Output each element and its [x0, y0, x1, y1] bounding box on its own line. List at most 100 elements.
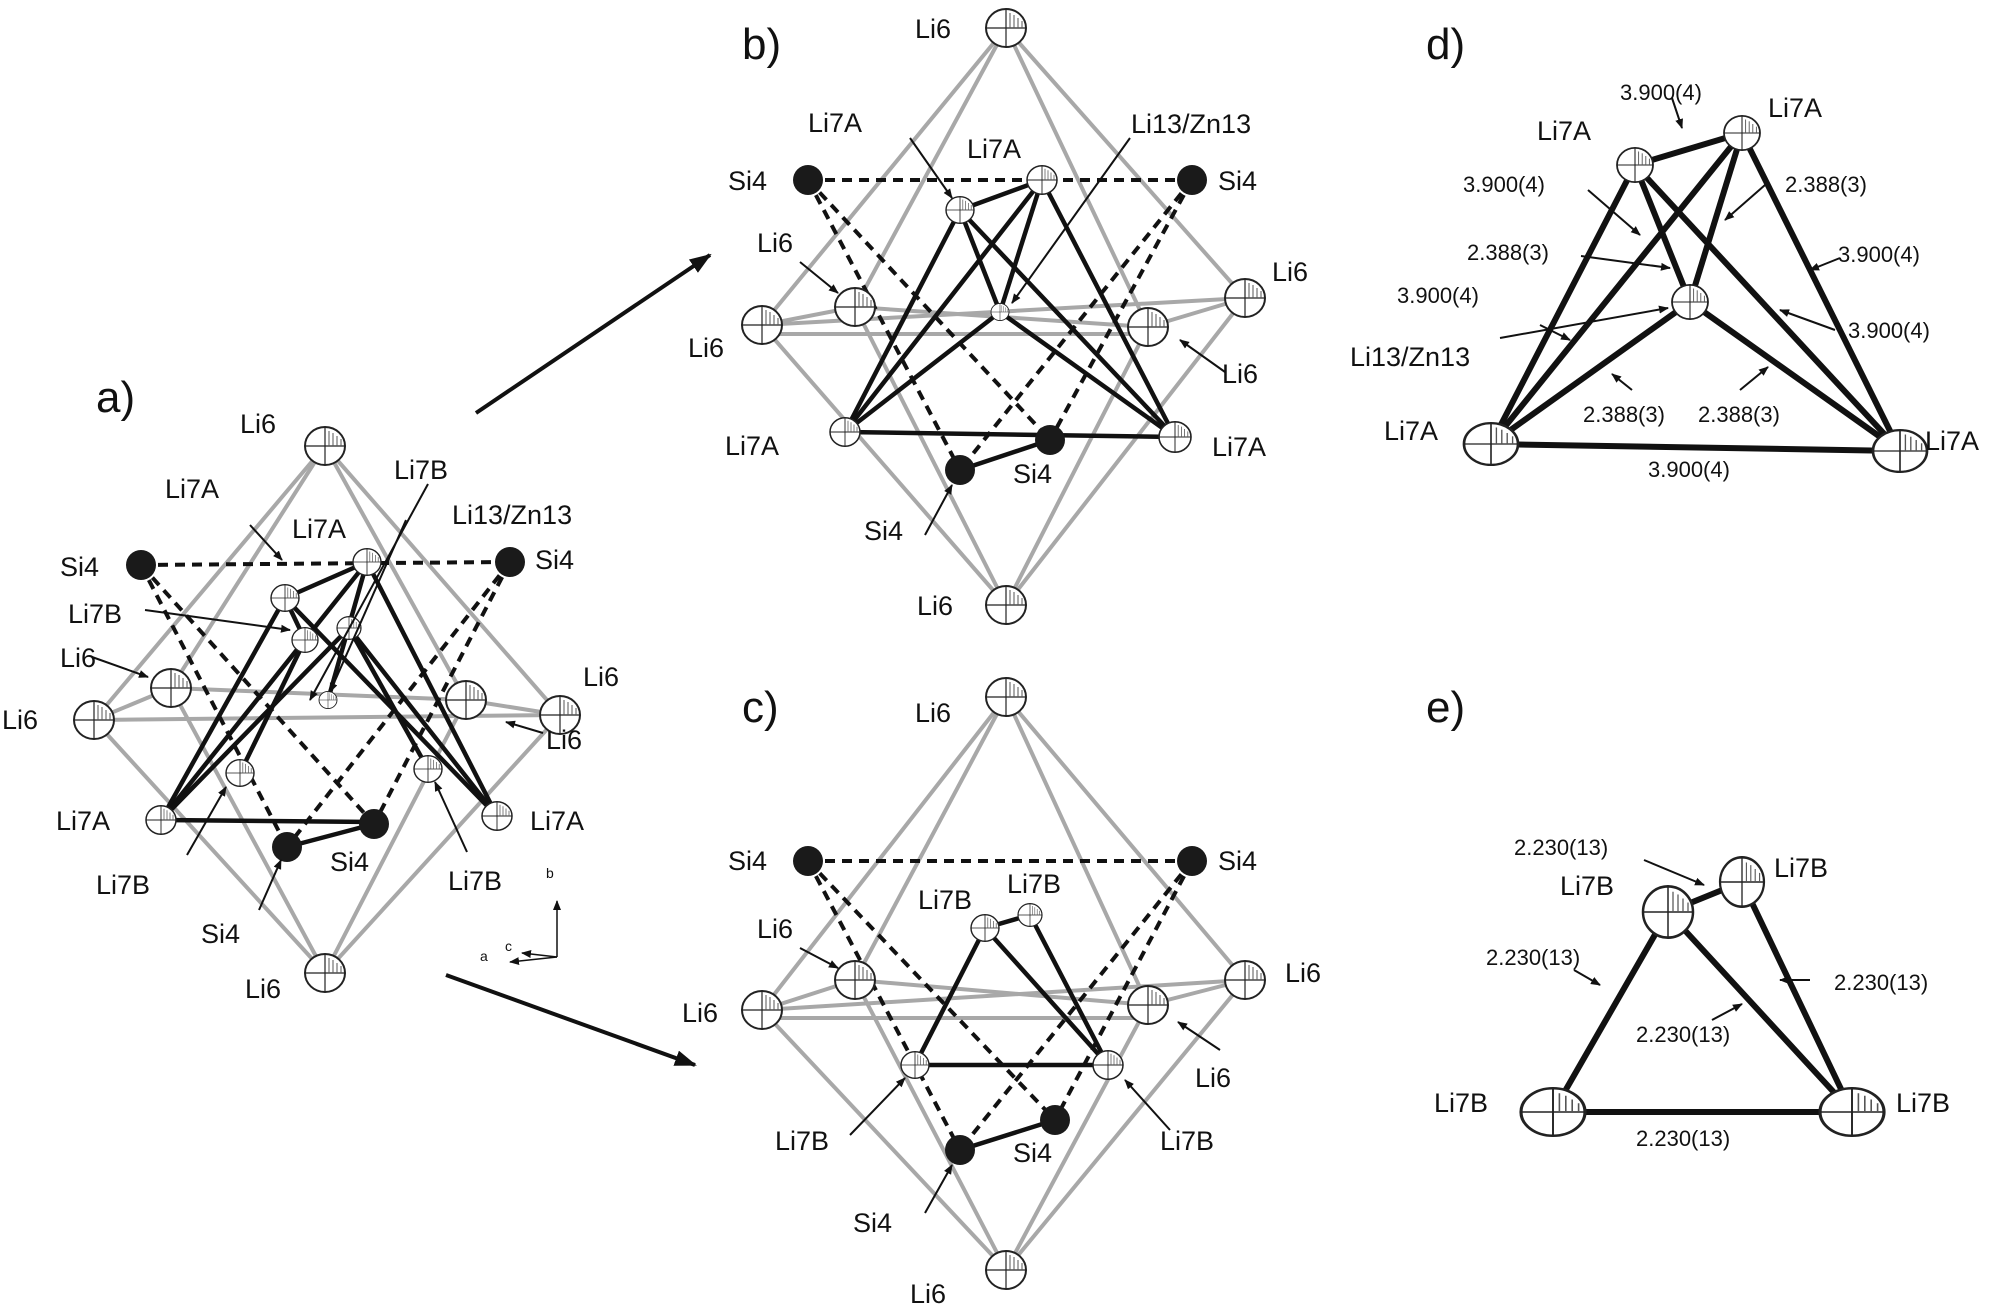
li7b-a-ellipsoid	[970, 914, 1000, 942]
li7a-right-ellipsoid	[1158, 420, 1192, 454]
dist-label-10: 3.900(4)	[1648, 457, 1730, 482]
label-li6-bottom: Li6	[245, 974, 281, 1004]
dist-label-6: 3.900(4)	[1397, 283, 1479, 308]
panel-c-label: c)	[742, 683, 779, 732]
label-si4-center: Si4	[330, 847, 369, 877]
dist-label-5: 2.230(13)	[1636, 1126, 1730, 1151]
label-si4-left: Si4	[60, 552, 99, 582]
atom-labels-a: Li6 Li7A Li7B Li7A Li13/Zn13 Si4 Si4 Li7…	[2, 409, 619, 1004]
label-li7b-left: Li7B	[68, 599, 122, 629]
li7a-left-ellipsoid	[145, 805, 177, 835]
li7b-bottom-left-ellipsoid	[225, 759, 255, 787]
axis-c-label: c	[505, 938, 512, 954]
label-si4-right: Si4	[1218, 166, 1257, 196]
panel-arrows	[445, 253, 712, 1067]
li6-left-ellipsoid	[73, 700, 115, 740]
label-li7b-top: Li7B	[394, 455, 448, 485]
label-si4-left: Si4	[728, 846, 767, 876]
label-li7a-left: Li7A	[1384, 416, 1438, 446]
label-li6-top: Li6	[915, 14, 951, 44]
label-li6-pointer: Li6	[757, 914, 793, 944]
label-li7b-b: Li7B	[1007, 869, 1061, 899]
label-si4-left: Si4	[728, 166, 767, 196]
label-li6-right2: Li6	[1195, 1063, 1231, 1093]
label-si4-bottom: Si4	[201, 919, 240, 949]
li6-right-ellipsoid	[1224, 960, 1266, 1000]
li7a-mid-ellipsoid	[945, 195, 975, 225]
li7b-b-ellipsoid	[1017, 903, 1043, 928]
atom-labels-c: Li6 Si4 Si4 Li7B Li7B Li6 Li6 Li6 Li6 Li…	[682, 698, 1321, 1307]
li7a-left-ellipsoid	[1462, 421, 1520, 467]
axis-b-label: b	[546, 865, 554, 881]
label-si4-right: Si4	[1218, 846, 1257, 876]
si4-left-atom	[126, 550, 156, 580]
label-li7a-pointer: Li7A	[808, 108, 862, 138]
li7a-top-ellipsoid	[352, 548, 382, 576]
label-si4-bottom: Si4	[864, 516, 903, 546]
dist-label-1: 3.900(4)	[1620, 80, 1702, 105]
si4-bottom-atom	[945, 1135, 975, 1165]
dashed-bonds-c	[806, 859, 1194, 1152]
li6-top-ellipsoid	[985, 677, 1027, 717]
si4-bottom-atom	[945, 455, 975, 485]
pointer-arrows-e	[1573, 859, 1810, 1021]
li7b-left-ellipsoid	[900, 1050, 930, 1079]
atoms-b	[741, 8, 1266, 625]
label-li6-right: Li6	[583, 662, 619, 692]
label-li7b-top-right: Li7B	[1774, 853, 1828, 883]
si4-left-atom	[793, 846, 823, 876]
li6-inner-right-ellipsoid	[1127, 985, 1169, 1025]
grey-bonds-c	[760, 695, 1247, 1272]
black-bonds-a	[159, 559, 500, 850]
panel-e-label: e)	[1426, 683, 1465, 732]
label-li7b-left: Li7B	[775, 1126, 829, 1156]
label-li6-pointer: Li6	[757, 228, 793, 258]
label-li6-pointer: Li6	[60, 643, 96, 673]
label-li6-top: Li6	[240, 409, 276, 439]
pointer-arrows-a	[91, 483, 544, 911]
dist-label-5: 3.900(4)	[1838, 242, 1920, 267]
dist-label-7: 3.900(4)	[1848, 318, 1930, 343]
li7b-bottom-right-ellipsoid	[413, 755, 443, 783]
li6-inner-right-ellipsoid	[1127, 307, 1169, 347]
li7b-ellipsoid	[291, 626, 319, 653]
axis-a-label: a	[480, 948, 488, 964]
label-li6-right2: Li6	[1222, 359, 1258, 389]
distance-labels-d: 3.900(4) 3.900(4) 2.388(3) 2.388(3) 3.90…	[1397, 80, 1930, 482]
panel-e: e) Li7B Li7B Li7B Li7B 2.230(1	[1426, 683, 1950, 1151]
pointer-arrows-d	[1499, 97, 1841, 391]
label-li7a-right: Li7A	[1212, 432, 1266, 462]
dist-label-8: 2.388(3)	[1583, 402, 1665, 427]
pointer-arrows-c	[799, 947, 1221, 1214]
label-li13-zn13: Li13/Zn13	[1131, 109, 1251, 139]
li7b-top-right-ellipsoid	[1718, 855, 1766, 908]
li7a-mid-ellipsoid	[270, 584, 300, 612]
li6-bottom-ellipsoid	[985, 1250, 1027, 1290]
label-li6-right2: Li6	[546, 725, 582, 755]
label-li7b-bottom-left: Li7B	[96, 870, 150, 900]
label-li7b-right: Li7B	[1896, 1088, 1950, 1118]
li6-inner-left-ellipsoid	[150, 668, 192, 708]
label-li7a-right: Li7A	[530, 806, 584, 836]
dist-label-4: 2.230(13)	[1636, 1022, 1730, 1047]
dist-label-1: 2.230(13)	[1514, 835, 1608, 860]
atom-labels-d: Li7A Li7A Li13/Zn13 Li7A Li7A	[1350, 93, 1979, 456]
label-li6-top: Li6	[915, 698, 951, 728]
label-li7b-top-left: Li7B	[1560, 871, 1614, 901]
li7b-left-ellipsoid	[1519, 1086, 1587, 1138]
distance-labels-e: 2.230(13) 2.230(13) 2.230(13) 2.230(13) …	[1486, 835, 1928, 1151]
label-li6-bottom: Li6	[910, 1279, 946, 1307]
si4-left-atom	[793, 165, 823, 195]
li7b-right-ellipsoid	[1092, 1050, 1124, 1080]
label-si4-right: Si4	[535, 545, 574, 575]
si4-center-atom	[1040, 1105, 1070, 1135]
panel-b: b)	[688, 8, 1308, 625]
label-si4-bottom: Si4	[853, 1208, 892, 1238]
panel-a-label: a)	[96, 373, 135, 422]
label-li7a-right: Li7A	[1925, 426, 1979, 456]
si4-right-atom	[495, 547, 525, 577]
li7a-right-ellipsoid	[1871, 428, 1929, 474]
label-li7a-pointer: Li7A	[165, 474, 219, 504]
li7a-top-ellipsoid	[1616, 147, 1654, 184]
